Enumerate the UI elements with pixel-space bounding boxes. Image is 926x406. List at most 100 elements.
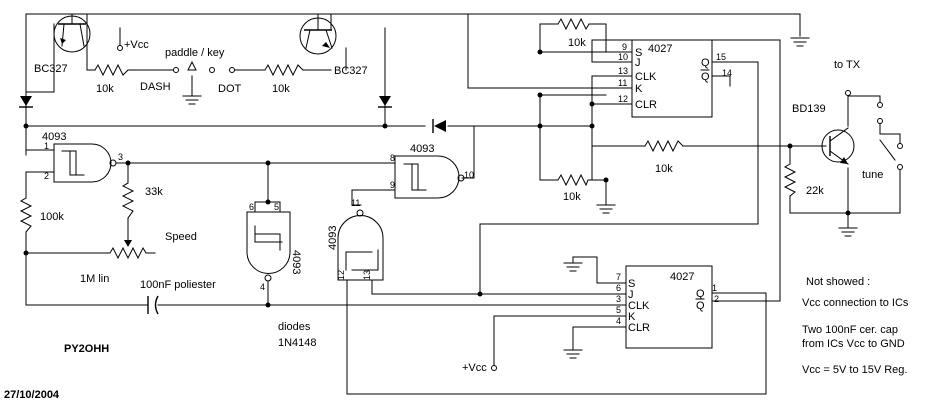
label-cap: 100nF poliester (140, 279, 216, 291)
pin-nand2-10: 10 (464, 170, 474, 180)
label-r-base: 10k (655, 163, 673, 175)
label-nand3-name: 4093 (290, 250, 302, 274)
nand1-gate (53, 143, 117, 183)
label-tune: tune (862, 169, 883, 181)
bc327-right-transistor (299, 13, 337, 55)
label-bc327-left: BC327 (34, 63, 68, 75)
pin-ff1-11: 11 (618, 78, 627, 88)
pin-nand3-6: 6 (249, 202, 254, 212)
bc327-left-transistor (53, 13, 91, 53)
label-r-100k: 100k (40, 211, 64, 223)
pin-nand4-12: 12 (336, 270, 346, 280)
ground-top-right (790, 37, 810, 47)
pin-ff1-12: 12 (618, 94, 628, 104)
pin-ff2-6: 6 (616, 283, 621, 293)
paddle-key (173, 60, 235, 73)
diode-bus (432, 119, 446, 133)
note-line-5: Vcc = 5V to 15V Reg. (802, 364, 907, 376)
potentiometer (109, 246, 147, 260)
junctions (23, 49, 851, 308)
pin-ff1-14: 14 (722, 68, 732, 78)
pin-nand1-3: 3 (118, 152, 123, 162)
label-to-tx: to TX (834, 59, 861, 71)
resistor-dash (94, 63, 129, 77)
pin-ff2-4: 4 (616, 316, 621, 326)
diode-right (378, 96, 392, 108)
label-1n4148: 1N4148 (278, 337, 317, 349)
label-nand4-name: 4093 (327, 226, 339, 250)
label-r-22k: 22k (806, 185, 824, 197)
pin-nand4-13: 13 (362, 270, 372, 280)
label-pot: 1M lin (80, 273, 109, 285)
label-speed: Speed (165, 231, 197, 243)
nand2-gate (394, 155, 465, 199)
label-ff2-k: K (628, 311, 636, 323)
label-diodes: diodes (278, 321, 311, 333)
resistor-mid (557, 173, 589, 187)
label-nand1-name: 4093 (42, 131, 66, 143)
label-nand2-name: 4093 (410, 143, 434, 155)
label-ff2-name: 4027 (670, 271, 694, 283)
label-ff1-clk: CLK (635, 71, 657, 83)
pin-ff2-7: 7 (616, 272, 621, 282)
pin-nand3-4: 4 (260, 282, 265, 292)
pin-nand1-1: 1 (44, 141, 49, 151)
ground-symbols (182, 37, 858, 359)
label-r-mid: 10k (563, 191, 581, 203)
label-bc327-right: BC327 (334, 65, 368, 77)
pin-ff2-1: 1 (712, 283, 717, 293)
pin-ff1-10: 10 (618, 52, 628, 62)
nand4-gate (337, 209, 384, 281)
resistor-dot (264, 63, 304, 77)
pin-nand2-8: 8 (390, 153, 395, 163)
label-vcc-top: +Vcc (124, 39, 149, 51)
note-line-2: Vcc connection to ICs (802, 297, 909, 309)
pin-nand3-5: 5 (274, 202, 279, 212)
label-vcc-bottom: +Vcc (462, 362, 487, 374)
ff1-box (631, 39, 713, 118)
label-ff1-k: K (635, 83, 643, 95)
label-r-dash: 10k (96, 83, 114, 95)
ground-bd139 (838, 227, 858, 237)
pin-nand4-11: 11 (351, 198, 360, 208)
resistor-top (557, 17, 590, 31)
diode-left (19, 91, 33, 127)
capacitor (147, 295, 159, 315)
label-ff1-name: 4027 (648, 43, 672, 55)
pin-ff1-15: 15 (716, 52, 726, 62)
resistors (19, 17, 797, 260)
label-ff2-q: Q (696, 288, 705, 300)
ff2-box (625, 265, 713, 349)
label-ff1-q: Q (701, 57, 710, 69)
nand3-gate (246, 211, 291, 282)
terminals (117, 45, 903, 371)
pin-ff2-5: 5 (616, 305, 621, 315)
resistor-22k (783, 163, 797, 197)
label-author: PY2OHH (64, 343, 109, 355)
pin-ff2-3: 3 (616, 294, 621, 304)
pin-nand2-9: 9 (390, 180, 395, 190)
label-dash: DASH (140, 81, 171, 93)
label-dot: DOT (218, 83, 242, 95)
resistor-base (644, 139, 684, 153)
label-ff1-qn: Q (701, 71, 710, 83)
ground-ff1 (596, 204, 616, 214)
pin-nand1-2: 2 (44, 171, 49, 181)
label-ff2-clr: CLR (628, 322, 650, 334)
pin-ff2-2: 2 (714, 294, 719, 304)
note-line-1: Not showed : (806, 276, 870, 288)
label-bd139: BD139 (792, 103, 826, 115)
note-line-4: from ICs Vcc to GND (802, 338, 905, 350)
note-line-3: Two 100nF cer. cap (802, 324, 898, 336)
ground-ff2-clr (563, 349, 583, 359)
label-ff1-j: J (635, 57, 641, 69)
label-ff2-j: J (628, 289, 634, 301)
label-r-33k: 33k (145, 186, 163, 198)
label-ff2-qn: Q (696, 300, 705, 312)
resistor-33k (121, 182, 135, 219)
wires (25, 13, 901, 395)
label-ff1-clr: CLR (635, 99, 657, 111)
label-r-dot: 10k (272, 83, 290, 95)
label-ff1-s: S (635, 47, 642, 59)
label-r-top: 10k (568, 37, 586, 49)
